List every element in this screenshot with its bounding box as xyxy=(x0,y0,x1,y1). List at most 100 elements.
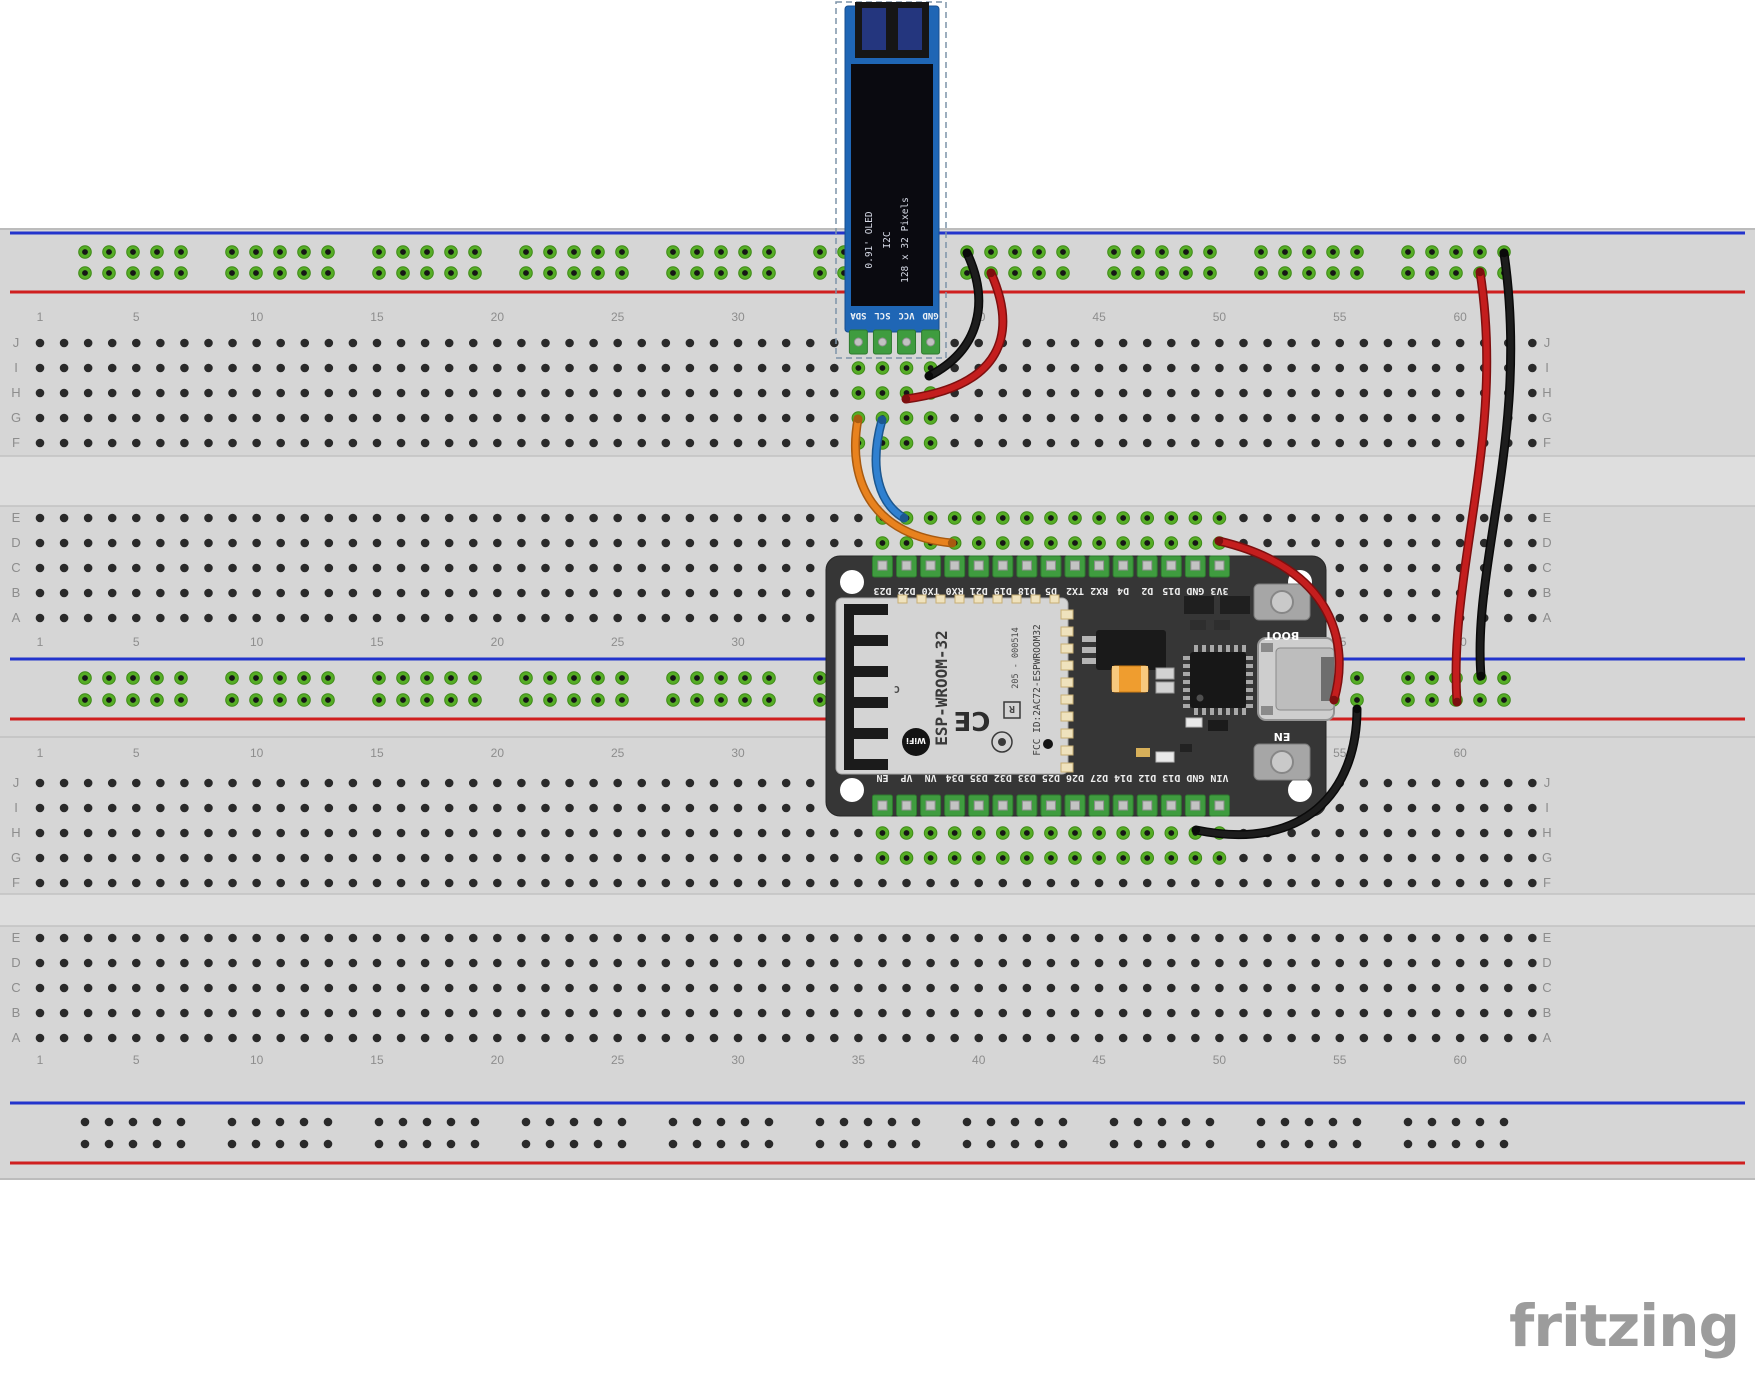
hole[interactable] xyxy=(1407,803,1417,813)
hole[interactable] xyxy=(180,778,189,788)
hole[interactable] xyxy=(1191,388,1200,398)
hole[interactable] xyxy=(1431,1008,1441,1018)
hole[interactable] xyxy=(637,513,647,523)
hole[interactable] xyxy=(709,413,719,423)
hole[interactable] xyxy=(228,338,237,348)
hole[interactable] xyxy=(685,1008,695,1018)
hole[interactable] xyxy=(733,853,743,863)
hole[interactable] xyxy=(1528,983,1537,993)
hole[interactable] xyxy=(830,363,839,373)
hole[interactable] xyxy=(1335,413,1345,423)
hole[interactable] xyxy=(661,958,671,968)
hole[interactable] xyxy=(830,538,839,548)
hole[interactable] xyxy=(131,1008,141,1018)
hole[interactable] xyxy=(1215,958,1224,968)
hole[interactable] xyxy=(1046,958,1056,968)
hole[interactable] xyxy=(1287,958,1296,968)
hole[interactable] xyxy=(468,413,478,423)
hole[interactable] xyxy=(815,1139,825,1149)
hole[interactable] xyxy=(1335,388,1345,398)
wire-end[interactable] xyxy=(1352,704,1362,714)
hole[interactable] xyxy=(1280,1139,1290,1149)
hole[interactable] xyxy=(1191,363,1200,373)
hole[interactable] xyxy=(276,413,286,423)
hole[interactable] xyxy=(569,1117,579,1127)
hole[interactable] xyxy=(830,438,839,448)
hole[interactable] xyxy=(757,1033,767,1043)
hole[interactable] xyxy=(541,513,550,523)
hole[interactable] xyxy=(372,778,382,788)
hole[interactable] xyxy=(1094,1008,1104,1018)
hole[interactable] xyxy=(348,338,358,348)
hole[interactable] xyxy=(541,613,550,623)
hole[interactable] xyxy=(35,933,45,943)
hole[interactable] xyxy=(228,958,237,968)
hole[interactable] xyxy=(324,538,334,548)
hole[interactable] xyxy=(1118,438,1128,448)
hole[interactable] xyxy=(1503,778,1513,788)
hole[interactable] xyxy=(348,933,358,943)
hole[interactable] xyxy=(1479,1008,1489,1018)
hole[interactable] xyxy=(252,958,261,968)
hole[interactable] xyxy=(35,338,45,348)
hole[interactable] xyxy=(878,983,887,993)
hole[interactable] xyxy=(59,588,69,598)
hole[interactable] xyxy=(468,828,478,838)
hole[interactable] xyxy=(1431,878,1441,888)
hole[interactable] xyxy=(107,388,117,398)
hole[interactable] xyxy=(1407,588,1417,598)
hole[interactable] xyxy=(1528,933,1537,943)
hole[interactable] xyxy=(1287,1008,1296,1018)
wire-end[interactable] xyxy=(1476,671,1486,681)
oled-gnd-to-rail-wire-body[interactable] xyxy=(926,250,982,379)
hole[interactable] xyxy=(1479,878,1489,888)
hole[interactable] xyxy=(1479,803,1489,813)
hole[interactable] xyxy=(613,588,622,598)
hole[interactable] xyxy=(1166,1008,1176,1018)
hole[interactable] xyxy=(493,933,502,943)
hole[interactable] xyxy=(156,933,165,943)
hole[interactable] xyxy=(974,983,984,993)
hole[interactable] xyxy=(1503,1033,1513,1043)
hole[interactable] xyxy=(324,878,334,888)
hole[interactable] xyxy=(805,803,815,813)
hole[interactable] xyxy=(1528,878,1537,888)
hole[interactable] xyxy=(757,878,767,888)
hole[interactable] xyxy=(1166,1033,1176,1043)
hole[interactable] xyxy=(589,1033,598,1043)
hole[interactable] xyxy=(1046,438,1056,448)
hole[interactable] xyxy=(1070,1033,1080,1043)
hole[interactable] xyxy=(35,1033,45,1043)
hole[interactable] xyxy=(252,338,261,348)
hole[interactable] xyxy=(299,1139,309,1149)
wire-end[interactable] xyxy=(962,248,972,258)
hole[interactable] xyxy=(757,363,767,373)
hole[interactable] xyxy=(83,588,93,598)
hole[interactable] xyxy=(1431,563,1441,573)
hole[interactable] xyxy=(446,1139,456,1149)
hole[interactable] xyxy=(517,1008,526,1018)
hole[interactable] xyxy=(733,778,743,788)
hole[interactable] xyxy=(1166,933,1176,943)
hole[interactable] xyxy=(565,563,574,573)
hole[interactable] xyxy=(59,513,69,523)
wire-end[interactable] xyxy=(1499,248,1509,258)
hole[interactable] xyxy=(59,363,69,373)
hole[interactable] xyxy=(324,438,334,448)
hole[interactable] xyxy=(107,613,117,623)
hole[interactable] xyxy=(1094,958,1104,968)
hole[interactable] xyxy=(709,958,719,968)
hole[interactable] xyxy=(1022,958,1032,968)
hole[interactable] xyxy=(180,1033,189,1043)
hole[interactable] xyxy=(565,853,574,863)
hole[interactable] xyxy=(444,363,454,373)
hole[interactable] xyxy=(1263,933,1272,943)
hole[interactable] xyxy=(324,388,334,398)
hole[interactable] xyxy=(107,513,117,523)
hole[interactable] xyxy=(781,538,791,548)
hole[interactable] xyxy=(839,1139,849,1149)
hole[interactable] xyxy=(1359,778,1369,788)
hole[interactable] xyxy=(1022,388,1032,398)
hole[interactable] xyxy=(252,778,261,788)
hole[interactable] xyxy=(1070,1008,1080,1018)
